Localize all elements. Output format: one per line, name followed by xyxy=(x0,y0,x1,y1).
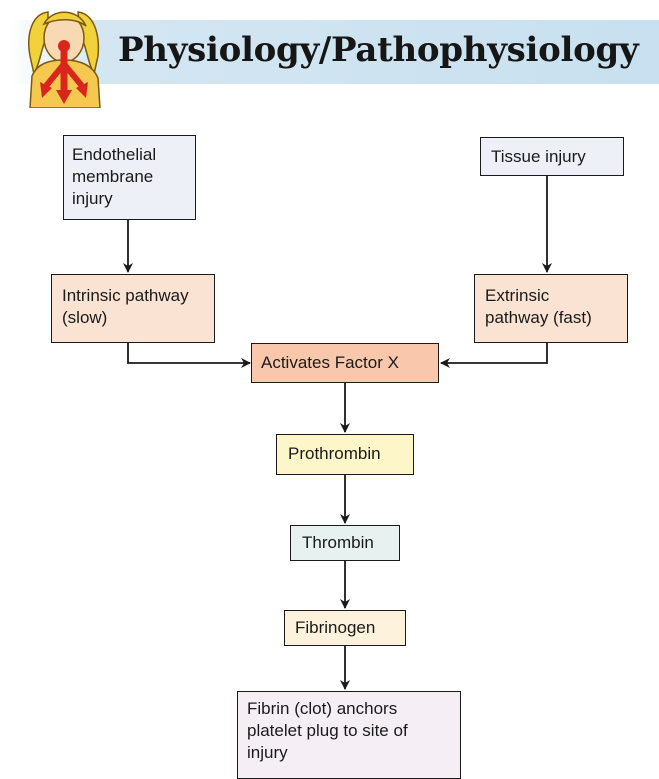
node-extrinsic-pathway: Extrinsic pathway (fast) xyxy=(474,274,628,343)
node-activates-factor-x: Activates Factor X xyxy=(251,343,439,383)
arrow-extrinsic-to-factor-x xyxy=(440,342,548,368)
node-endothelial-injury: Endothelial membrane injury xyxy=(63,135,196,220)
section-header: Physiology/Pathophysiology xyxy=(0,0,659,110)
node-fibrin-clot: Fibrin (clot) anchors platelet plug to s… xyxy=(237,691,461,779)
node-fibrinogen: Fibrinogen xyxy=(284,610,406,646)
node-intrinsic-pathway: Intrinsic pathway (slow) xyxy=(51,274,215,343)
node-thrombin: Thrombin xyxy=(290,525,400,561)
node-tissue-injury: Tissue injury xyxy=(480,137,624,176)
node-prothrombin: Prothrombin xyxy=(276,434,414,475)
arrow-intrinsic-to-factor-x xyxy=(127,342,251,368)
header-banner xyxy=(10,20,659,84)
page-title: Physiology/Pathophysiology xyxy=(118,30,639,70)
nurse-figure-icon xyxy=(28,11,101,108)
